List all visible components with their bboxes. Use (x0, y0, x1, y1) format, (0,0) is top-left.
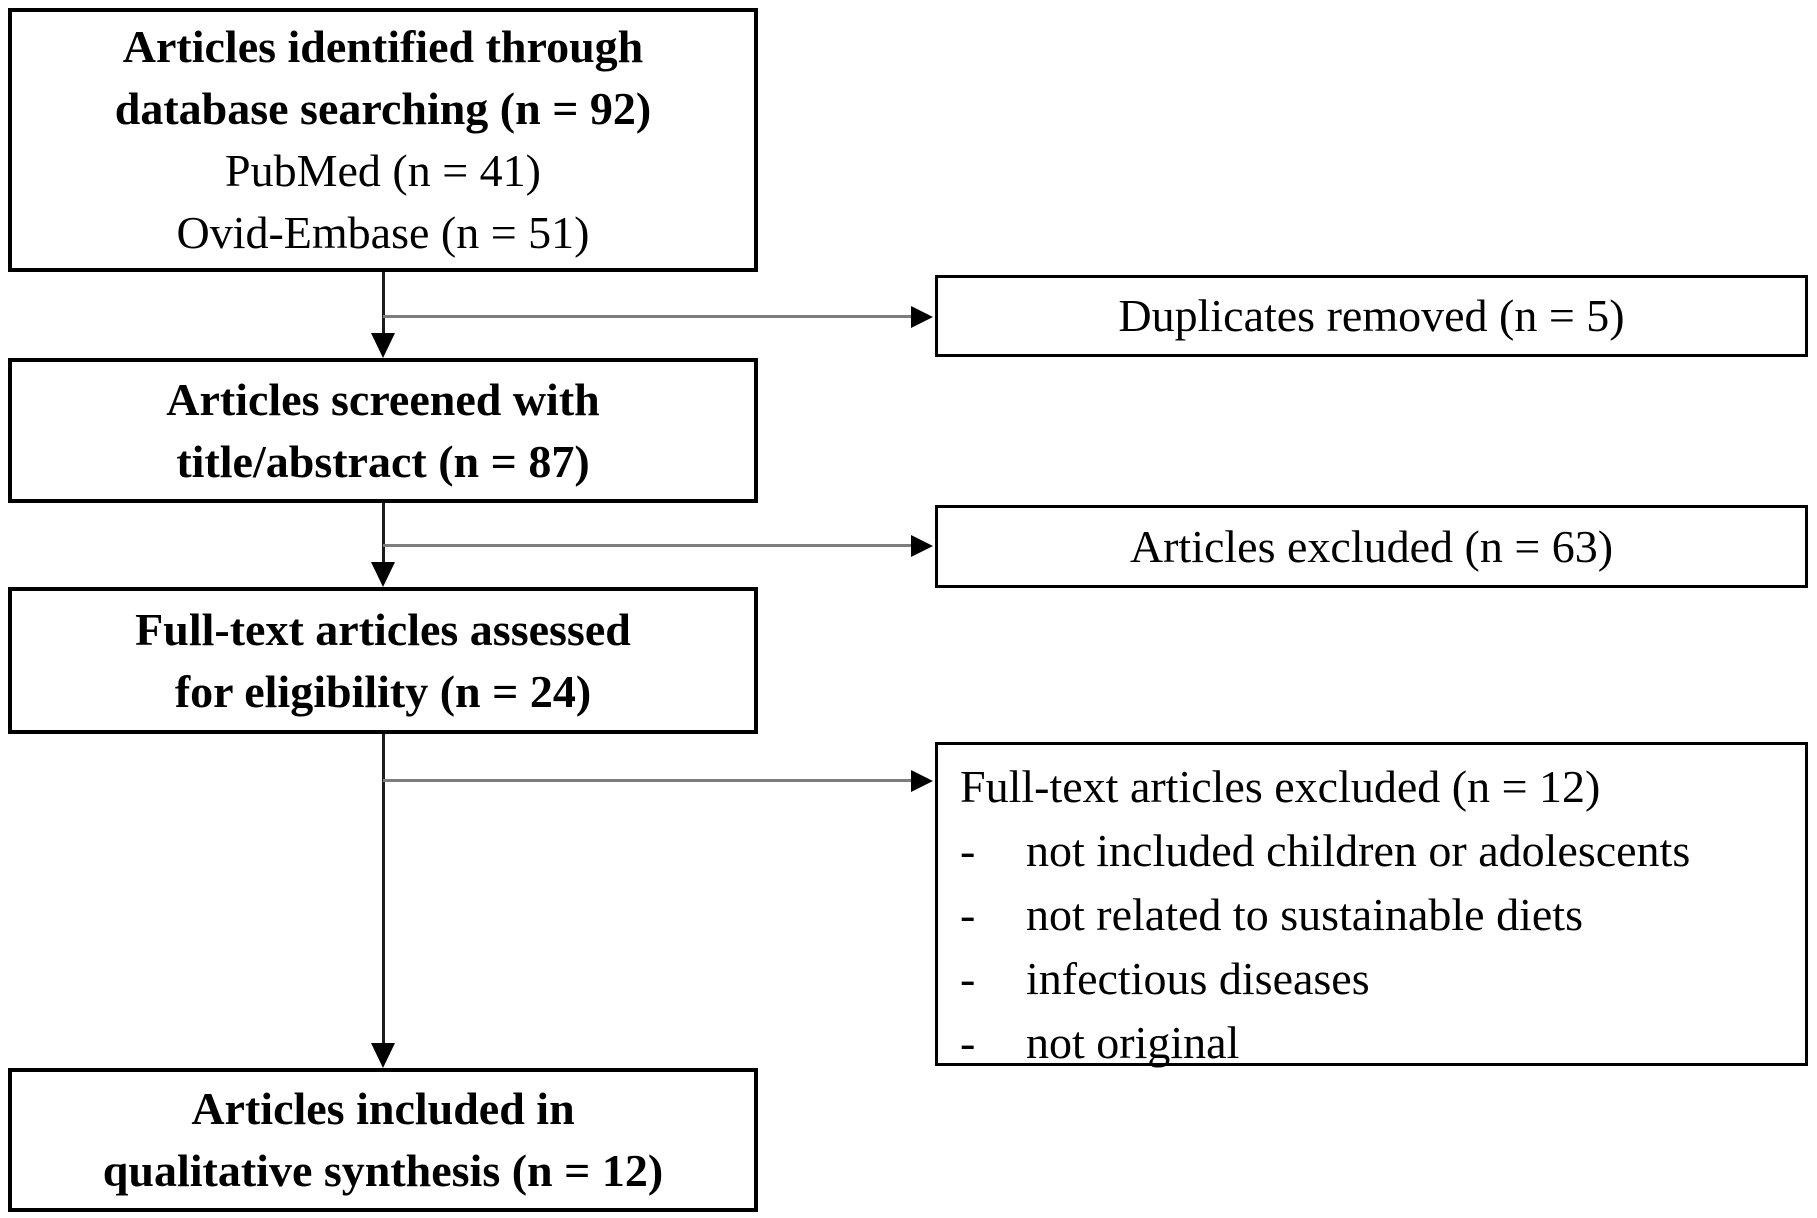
fulltext-excluded-reason-row: - not related to sustainable diets (960, 883, 1583, 947)
duplicates-removed-label: Duplicates removed (n = 5) (1118, 290, 1625, 341)
bullet-dash: - (960, 889, 976, 940)
identification-pubmed-count: PubMed (n = 41) (225, 145, 541, 196)
identification-embase-count: Ovid-Embase (n = 51) (176, 207, 590, 258)
box-duplicates-removed: Duplicates removed (n = 5) (935, 275, 1808, 357)
fulltext-excluded-reason-row: - not included children or adolescents (960, 819, 1690, 883)
fulltext-excluded-reason-2: not related to sustainable diets (1026, 889, 1583, 940)
bullet-dash: - (960, 825, 976, 876)
fulltext-excluded-reason-4: not original (1026, 1017, 1240, 1068)
eligibility-line-2: for eligibility (n = 24) (174, 665, 592, 717)
box-fulltext-excluded: Full-text articles excluded (n = 12) - n… (935, 742, 1808, 1068)
box-articles-excluded: Articles excluded (n = 63) (935, 505, 1808, 588)
fulltext-excluded-title: Full-text articles excluded (n = 12) (960, 761, 1601, 812)
arrow-to-excluded-line (383, 544, 911, 547)
arrow-screening-to-eligibility-head-icon (371, 562, 395, 587)
box-articles-screened: Articles screened with title/abstract (n… (8, 358, 758, 503)
eligibility-line-1: Full-text articles assessed (135, 603, 631, 655)
identification-title-line-2: database searching (n = 92) (114, 83, 652, 134)
screening-line-1: Articles screened with (166, 373, 600, 425)
arrow-eligibility-to-included-head-icon (371, 1043, 395, 1068)
box-articles-included: Articles included in qualitative synthes… (8, 1068, 758, 1212)
arrow-eligibility-to-included-line (382, 734, 385, 1044)
arrow-identification-to-screening-line (382, 272, 385, 334)
arrow-to-duplicates-head-icon (911, 306, 933, 328)
arrow-identification-to-screening-head-icon (371, 333, 395, 358)
bullet-dash: - (960, 953, 976, 1004)
box-fulltext-assessed: Full-text articles assessed for eligibil… (8, 587, 758, 734)
arrow-to-fulltext-excluded-head-icon (911, 770, 933, 792)
fulltext-excluded-reason-1: not included children or adolescents (1026, 825, 1691, 876)
bullet-dash: - (960, 1017, 976, 1068)
fulltext-excluded-reason-row: - infectious diseases (960, 947, 1370, 1011)
articles-excluded-label: Articles excluded (n = 63) (1129, 520, 1614, 572)
arrow-to-excluded-head-icon (911, 535, 933, 557)
screening-line-2: title/abstract (n = 87) (176, 435, 590, 487)
fulltext-excluded-reason-3: infectious diseases (1026, 953, 1370, 1004)
arrow-to-fulltext-excluded-line (383, 779, 911, 782)
arrow-screening-to-eligibility-line (382, 503, 385, 563)
identification-title-line-1: Articles identified through (122, 21, 644, 72)
box-articles-identified: Articles identified through database sea… (8, 8, 758, 272)
fulltext-excluded-reason-row: - not original (960, 1011, 1239, 1075)
included-line-2: qualitative synthesis (n = 12) (102, 1145, 664, 1196)
included-line-1: Articles included in (191, 1083, 575, 1134)
arrow-to-duplicates-line (383, 315, 911, 318)
